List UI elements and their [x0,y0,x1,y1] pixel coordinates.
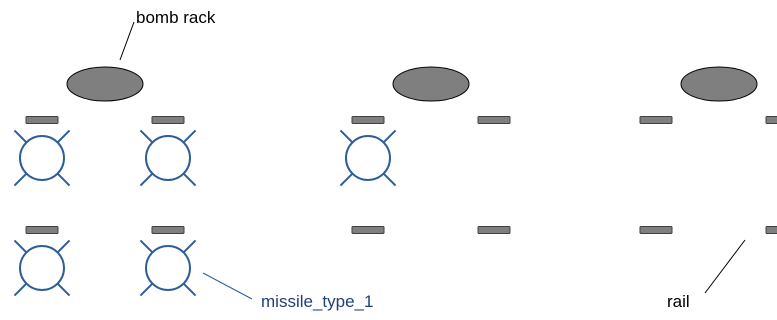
missile-body [19,245,65,291]
missile-fin [382,129,397,144]
diagram-shapes [13,66,777,297]
rail [351,116,385,124]
rail [639,116,673,124]
missile-body [145,245,191,291]
missile-fin [56,282,71,297]
missile-fin [339,129,354,144]
missile-fin [139,172,154,187]
missile-fin [13,129,28,144]
missile-fin [13,239,28,254]
missile-fin [56,239,71,254]
rail [151,116,185,124]
missile-body [19,135,65,181]
missile-fin [182,239,197,254]
rail [477,116,511,124]
missile-fin [182,129,197,144]
missile-body [345,135,391,181]
missile-body [145,135,191,181]
rail [25,226,59,234]
missile-label: missile_type_1 [261,292,373,311]
missile-fin [382,172,397,187]
bomb-rack [392,66,470,102]
missile-fin [56,129,71,144]
missile-fin [139,239,154,254]
rail [351,226,385,234]
rail [151,226,185,234]
bomb-rack [680,66,758,102]
rail [765,226,777,234]
missile-fin [13,172,28,187]
missile-fin [182,172,197,187]
missile-fin [139,282,154,297]
missile-fin [139,129,154,144]
missile-fin [339,172,354,187]
missile-leader-line [202,272,253,300]
bomb-rack-label: bomb rack [136,8,216,27]
rail [25,116,59,124]
rail [765,116,777,124]
rail [639,226,673,234]
rail-leader-line [704,239,746,294]
rail [477,226,511,234]
bomb-rack-leader-line [119,21,135,61]
rail-label: rail [667,292,690,311]
missile-fin [13,282,28,297]
missile-fin [56,172,71,187]
bomb-rack [66,66,144,102]
missile-fin [182,282,197,297]
